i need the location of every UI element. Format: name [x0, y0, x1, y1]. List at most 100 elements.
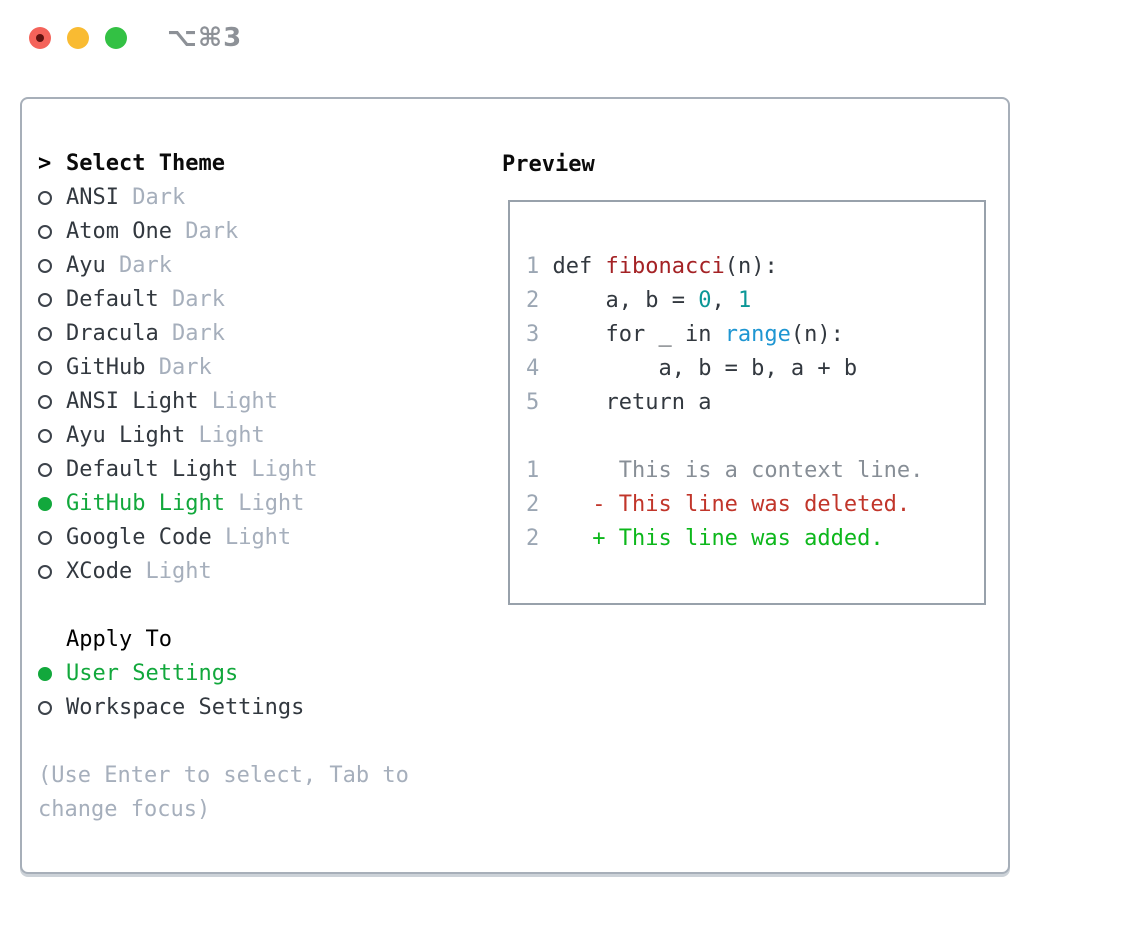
theme-option-name: ANSI [66, 185, 119, 210]
preview-line: 5 return a [526, 386, 984, 420]
theme-option-ayu[interactable]: Ayu Dark [38, 249, 409, 283]
code-segment-plain: for _ in [552, 322, 725, 347]
code-segment-plain: return a [552, 390, 712, 415]
line-number: 2 [526, 288, 540, 313]
preview-line: 1 This is a context line. [526, 454, 984, 488]
code-segment-plain: (n): [724, 254, 778, 279]
theme-option-ayu-light[interactable]: Ayu Light Light [38, 419, 409, 453]
line-number: 2 [526, 492, 540, 517]
code-segment-added: + This line was added. [552, 526, 884, 551]
preview-header: Preview [502, 151, 595, 177]
window-title: ⌥⌘3 [167, 23, 243, 53]
preview-line: 2 - This line was deleted. [526, 488, 984, 522]
radio-icon [38, 259, 66, 273]
radio-selected-icon [38, 497, 66, 511]
maximize-button[interactable] [105, 27, 127, 49]
theme-option-variant: Light [198, 389, 278, 414]
line-number: 3 [526, 322, 540, 347]
close-button[interactable] [29, 27, 51, 49]
theme-option-variant: Dark [145, 355, 212, 380]
code-segment-plain: a, b = [552, 288, 699, 313]
theme-option-variant: Dark [171, 219, 239, 244]
theme-option-name: Ayu Light [66, 423, 186, 448]
theme-option-name: Default [66, 287, 159, 312]
preview-line [526, 420, 984, 454]
theme-option-variant: Light [132, 559, 212, 584]
theme-option-ansi[interactable]: ANSI Dark [38, 181, 409, 215]
radio-icon [38, 429, 66, 443]
theme-option-github[interactable]: GitHub Dark [38, 351, 409, 385]
preview-column: Preview 1 def fibonacci(n):2 a, b = 0, 1… [502, 147, 986, 605]
theme-option-atom-one[interactable]: Atom One Dark [38, 215, 409, 249]
hint-line-2: change focus) [38, 797, 211, 822]
theme-option-variant: Dark [158, 321, 225, 346]
apply-option-label: User Settings [66, 661, 239, 686]
line-number: 2 [526, 526, 540, 551]
apply-option-workspace-settings[interactable]: Workspace Settings [38, 691, 409, 725]
theme-option-xcode[interactable]: XCode Light [38, 555, 409, 589]
radio-icon [38, 395, 66, 409]
preview-line: 2 + This line was added. [526, 522, 984, 556]
preview-line: 4 a, b = b, a + b [526, 352, 984, 386]
traffic-lights [29, 27, 127, 49]
code-segment-plain: a, b = b, a + b [552, 356, 858, 381]
cursor-icon: > [38, 151, 52, 176]
theme-list-header-row: > Select Theme [38, 147, 409, 181]
apply-option-label: Workspace Settings [66, 695, 305, 720]
theme-option-variant: Light [211, 525, 292, 550]
theme-option-name: Google Code [66, 525, 212, 550]
hint-line-1: (Use Enter to select, Tab to [38, 763, 409, 788]
code-segment-number: 1 [737, 288, 752, 313]
line-number: 1 [526, 458, 540, 483]
theme-option-variant: Dark [158, 287, 225, 312]
theme-option-name: Default Light [66, 457, 239, 482]
theme-option-name: XCode [66, 559, 133, 584]
radio-icon [38, 361, 66, 375]
code-segment-plain: , [711, 288, 738, 313]
radio-icon [38, 463, 66, 477]
minimize-button[interactable] [67, 27, 89, 49]
radio-icon [38, 701, 66, 715]
titlebar: ⌥⌘3 [0, 0, 1140, 76]
theme-option-default-light[interactable]: Default Light Light [38, 453, 409, 487]
theme-option-name: GitHub Light [66, 491, 225, 516]
theme-option-name: ANSI Light [66, 389, 199, 414]
preview-line: 1 def fibonacci(n): [526, 250, 984, 284]
theme-option-dracula[interactable]: Dracula Dark [38, 317, 409, 351]
radio-icon [38, 225, 66, 239]
theme-option-google-code[interactable]: Google Code Light [38, 521, 409, 555]
apply-to-header-row: Apply To [38, 623, 409, 657]
preview-line: 3 for _ in range(n): [526, 318, 984, 352]
theme-option-default[interactable]: Default Dark [38, 283, 409, 317]
spacer [38, 725, 409, 759]
apply-option-user-settings[interactable]: User Settings [38, 657, 409, 691]
code-segment-plain: def [552, 254, 606, 279]
theme-option-name: Ayu [66, 253, 106, 278]
theme-option-variant: Light [185, 423, 265, 448]
theme-option-ansi-light[interactable]: ANSI Light Light [38, 385, 409, 419]
radio-icon [38, 327, 66, 341]
theme-option-variant: Dark [118, 185, 186, 210]
theme-option-variant: Light [224, 491, 305, 516]
radio-icon [38, 531, 66, 545]
code-segment-context: This is a context line. [552, 458, 924, 483]
code-segment-deleted: - This line was deleted. [552, 492, 911, 517]
theme-option-variant: Light [238, 457, 318, 482]
preview-line: 2 a, b = 0, 1 [526, 284, 984, 318]
theme-option-github-light[interactable]: GitHub Light Light [38, 487, 409, 521]
spacer [38, 589, 409, 623]
theme-option-name: GitHub [66, 355, 146, 380]
code-segment-function: fibonacci [605, 254, 725, 279]
close-dot-icon [36, 34, 44, 42]
theme-option-name: Dracula [66, 321, 159, 346]
radio-icon [38, 293, 66, 307]
code-segment-number: 0 [698, 288, 712, 313]
theme-list-header: Select Theme [66, 151, 225, 176]
line-number: 5 [526, 390, 540, 415]
